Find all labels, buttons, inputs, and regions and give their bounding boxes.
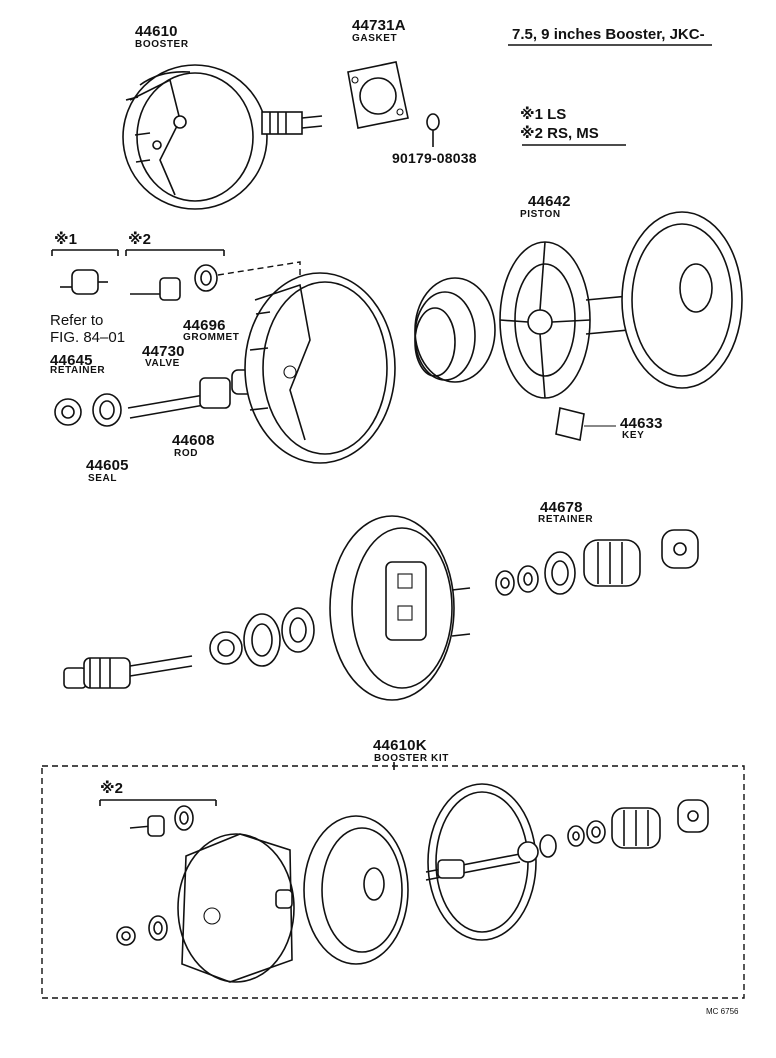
- note-1-text: LS: [547, 106, 567, 123]
- note-1-mark: ※1: [520, 106, 543, 123]
- part-44678-name: RETAINER: [538, 514, 594, 525]
- booster-assembly-drawing: [122, 64, 323, 210]
- part-44633-name: KEY: [622, 430, 645, 441]
- front-shell-drawing: [244, 272, 396, 464]
- kit-drawing: [116, 783, 709, 983]
- part-44605-number: 44605: [86, 457, 129, 474]
- part-44610-number: 44610: [135, 23, 178, 40]
- seal-drawing: [92, 393, 122, 427]
- valve-drawing: [130, 277, 181, 301]
- valve-ls-drawing: [60, 269, 108, 295]
- group-2-mark: ※2: [128, 231, 151, 248]
- part-44731A-number: 44731A: [352, 17, 406, 34]
- part-44645-number: 44645: [50, 352, 93, 369]
- middle-assembly-drawing: [63, 515, 699, 701]
- spring-drawing: [414, 277, 496, 383]
- note-1: ※1 LS: [520, 107, 566, 122]
- part-44608-name: ROD: [174, 448, 199, 459]
- part-44605-name: SEAL: [88, 473, 118, 484]
- part-90179-08038-number: 90179-08038: [392, 150, 477, 166]
- diagram-title: 7.5, 9 inches Booster, JKC-: [512, 26, 705, 43]
- part-44608-number: 44608: [172, 432, 215, 449]
- kit-border: [41, 765, 745, 999]
- note-2: ※2 RS, MS: [520, 126, 599, 141]
- refer-line-2: FIG. 84–01: [50, 329, 126, 346]
- key-drawing: [555, 407, 616, 441]
- refer-line-1: Refer to: [50, 312, 104, 329]
- piston-drawing: [499, 241, 651, 399]
- part-44696-name: GROMMET: [183, 332, 240, 343]
- part-44730-name: VALVE: [145, 358, 180, 369]
- part-44610K-number: 44610K: [373, 737, 427, 754]
- part-44642-name: PISTON: [520, 209, 561, 220]
- kit-group-2-mark: ※2: [100, 780, 123, 797]
- part-44642-number: 44642: [528, 193, 571, 210]
- note-2-mark: ※2: [520, 125, 543, 142]
- note-2-text: RS, MS: [547, 125, 599, 142]
- group-1-mark: ※1: [54, 231, 77, 248]
- part-44633-number: 44633: [620, 415, 663, 432]
- nut-drawing: [426, 113, 440, 147]
- rear-shell-drawing: [621, 211, 743, 389]
- part-44731A-name: GASKET: [352, 33, 398, 44]
- part-44610-name: BOOSTER: [135, 39, 189, 50]
- part-44610K-name: BOOSTER KIT: [374, 753, 449, 764]
- part-44730-number: 44730: [142, 343, 185, 360]
- footer-code: MC 6756: [706, 1007, 739, 1016]
- part-44678-number: 44678: [540, 499, 583, 516]
- part-44645-name: RETAINER: [50, 365, 106, 376]
- rod-drawing: [127, 369, 255, 419]
- gasket-drawing: [347, 61, 409, 129]
- retainer-44645-drawing: [54, 398, 82, 426]
- part-44696-number: 44696: [183, 317, 226, 334]
